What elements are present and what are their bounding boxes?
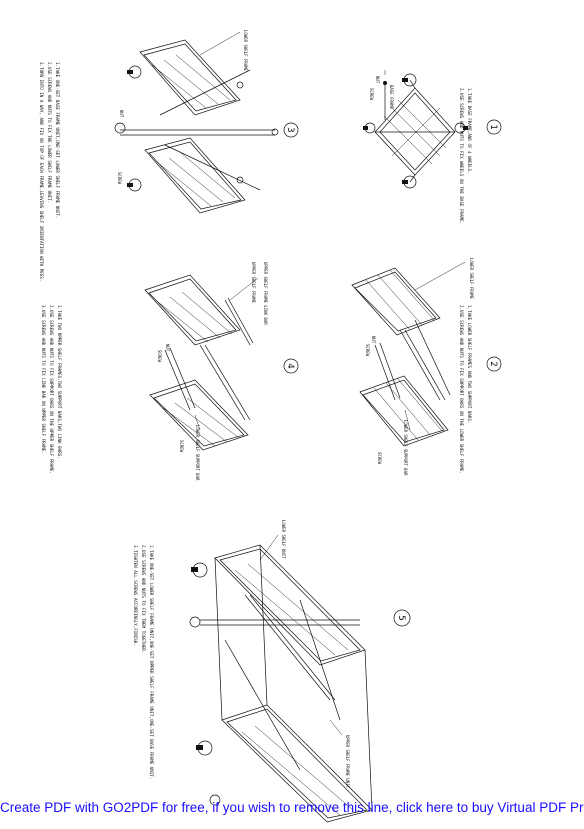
step-3-group: 3 1.TAKE ONE-SET BASE FRAME UNIT,ONE-SET… [39,30,299,281]
step-4-label-link-bar: UPPER SHELF FRAME LINK BAR [263,262,268,325]
step-4-number: 4 [285,363,295,368]
step-1-group: 1 1.TAKE BASE FRAME,AND OF 4 WHEELS. 2.U… [363,70,502,224]
step-4-label-screw-2: SCREW [179,440,184,453]
step-5-label-lower-shelf-unit: LOWER SHELF UNIT [281,520,286,559]
step-4-label-nut: NUT [165,344,170,352]
step-2-label-screw-2: SCREW [377,452,382,465]
step-2-group: 2 1.TAKE LOWER SHELF FRAMES AND TWO SUPP… [351,258,502,476]
step-4-number-circle: 4 [283,358,299,374]
step-4-group: 4 1.TAKE TWO UPPER SHELF FRAMES,TWO SUPP… [41,262,299,481]
step-3-number: 3 [285,127,295,132]
step-5-group: 5 1.TAKE ONE-SET LOWER SHELF FRAME UNIT,… [133,520,411,823]
step-3-number-circle: 3 [283,122,299,138]
step-4-instruction-2: 2.USE SCREWS AND NUTS TO FIX SUPPORT BAR… [49,305,54,474]
step-1-label-screw: SCREW [369,88,374,101]
step-3-assembly-drawing [114,39,279,214]
step-2-label-screw: SCREW [365,344,370,357]
step-5-number: 5 [396,615,406,620]
step-4-instruction-3: 3.USE SCREWS AND NUTS TO FIX LINK BAR ON… [41,305,46,454]
step-1-wheels [363,73,468,189]
step-4-labels: UPPER SHELF FRAME UPPER SHELF FRAME LINK… [157,262,268,481]
step-5-number-circle: 5 [393,609,411,627]
step-3-instruction-1: 1.TAKE ONE-SET BASE FRAME UNIT,ONE-SET L… [55,62,60,218]
step-1-number-circle: 1 [486,119,502,135]
step-4-instruction-1: 1.TAKE TWO UPPER SHELF FRAMES,TWO SUPPOR… [57,305,62,459]
step-1-label-base-frame: BASE FRAME [389,85,394,110]
step-2-shelf-drawing [351,267,451,447]
step-4-label-upper-shelf-frame: UPPER SHELF FRAME [251,262,256,304]
step-2-instructions: 1.TAKE LOWER SHELF FRAMES AND TWO SUPPOR… [459,305,472,474]
step-1-number: 1 [488,124,498,129]
step-1-instructions: 1.TAKE BASE FRAME,AND OF 4 WHEELS. 2.USE… [459,88,472,224]
step-2-labels: LOWER SHELF FRAME NUT SCREW LOWER SHELF … [365,258,474,476]
step-2-instruction-2: 2.USE SCREWS AND NUTS TO FIX SUPPORT BAR… [459,305,464,474]
step-1-instruction-2: 2.USE SCREWS AND NUTS TO FIX WHEELS ON T… [459,88,464,224]
step-4-shelf-drawing [144,274,254,451]
step-5-cart-drawing [189,544,373,823]
step-2-label-lower-shelf-frame: LOWER SHELF FRAME [469,258,474,300]
step-3-instructions: 1.TAKE ONE-SET BASE FRAME UNIT,ONE-SET L… [39,62,60,281]
step-2-label-nut: NUT [371,336,376,344]
step-2-number: 2 [488,361,498,366]
step-2-number-circle: 2 [486,356,502,372]
step-1-base-frame-drawing [363,70,468,189]
step-1-labels: BASE FRAME NUT SCREW [369,76,394,110]
step-2-label-support-bar: LOWER SHELF SUPPORT BAR [403,420,408,476]
step-3-label-lower-shelf-frame: LOWER SHELF FRAME [243,30,248,72]
step-5-labels: LOWER SHELF UNIT UPPER SHELF FRAME UNIT [259,520,350,789]
step-3-label-screw: SCREW [117,172,122,185]
step-3-labels: LOWER SHELF FRAME NUT SCREW [117,30,248,185]
step-1-instruction-1: 1.TAKE BASE FRAME,AND OF 4 WHEELS. [467,88,472,174]
step-3-instruction-2: 2.USE SCREWS AND NUTS TO FIX THE LOWER S… [47,62,52,203]
step-1-label-nut: NUT [375,76,380,84]
step-4-instructions: 1.TAKE TWO UPPER SHELF FRAMES,TWO SUPPOR… [41,305,62,474]
step-5-label-upper-shelf-frame-unit: UPPER SHELF FRAME UNIT [345,735,350,789]
step-5-instructions: 1.TAKE ONE-SET LOWER SHELF FRAME UNIT,ON… [133,545,154,779]
step-3-label-nut: NUT [119,110,124,118]
step-2-instruction-1: 1.TAKE LOWER SHELF FRAMES AND TWO SUPPOR… [467,305,472,424]
step-5-instruction-1: 1.TAKE ONE-SET LOWER SHELF FRAME UNIT,ON… [149,545,154,779]
step-5-instruction-3: 3.TIGHTEN ALL SCREWS ACCORDINGLY,FINISH. [133,545,138,646]
go2pdf-footer-link[interactable]: Create PDF with GO2PDF for free, if you … [0,800,584,815]
step-4-label-support-bar: LOWER SHELF SUPPORT BAR [195,425,200,481]
step-4-label-screw: SCREW [157,350,162,363]
step-3-instruction-3: 3.TURN INTO IN A WAY, AND FIX ON TOP OF … [39,62,44,281]
step-5-instruction-2: 2.USE SCREWS AND NUTS TO FIX THEM TOGETH… [141,545,146,653]
